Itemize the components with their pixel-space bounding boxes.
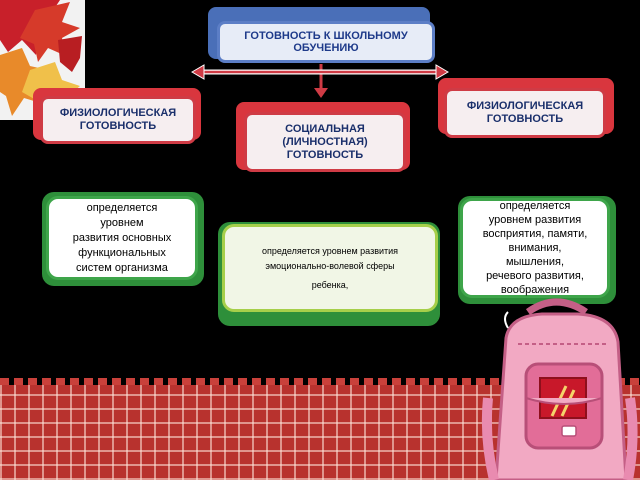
description-line: внимания,: [508, 242, 562, 254]
description-line: уровнем развития: [488, 214, 582, 226]
description-line: речевого развития,: [486, 270, 584, 282]
category-line: (ЛИЧНОСТНАЯ): [282, 135, 368, 148]
category-line: ФИЗИОЛОГИЧЕСКАЯ: [466, 100, 584, 112]
category-box-social: СОЦИАЛЬНАЯ (ЛИЧНОСТНАЯ) ГОТОВНОСТЬ: [244, 112, 406, 172]
category-line: ГОТОВНОСТЬ: [286, 148, 364, 161]
school-backpack-illustration: [481, 298, 638, 480]
category-line: ФИЗИОЛОГИЧЕСКАЯ: [59, 107, 177, 119]
description-line: мышления,: [505, 256, 565, 268]
description-box-right: определяется уровнем развития восприятия…: [460, 198, 610, 298]
description-line: уровнем: [100, 216, 144, 229]
description-line: систем организма: [76, 261, 168, 274]
title-line-2: ОБУЧЕНИЮ: [293, 42, 359, 54]
description-line: эмоционально-волевой сферы: [265, 260, 395, 271]
fence-top: [0, 378, 640, 388]
autumn-leaves-decoration: [0, 0, 85, 120]
description-box-middle: определяется уровнем развития эмоциональ…: [222, 224, 438, 312]
category-line: СОЦИАЛЬНАЯ: [285, 122, 365, 135]
category-box-physiological-right: ФИЗИОЛОГИЧЕСКАЯ ГОТОВНОСТЬ: [444, 88, 606, 138]
description-line: восприятия, памяти,: [482, 228, 588, 240]
category-box-physiological-left: ФИЗИОЛОГИЧЕСКАЯ ГОТОВНОСТЬ: [40, 96, 196, 144]
description-line: функциональных: [78, 246, 166, 259]
description-line: определяется: [86, 201, 158, 214]
description-line: определяется: [499, 200, 571, 212]
description-line: определяется уровнем развития: [261, 245, 399, 256]
description-line: воображения: [500, 284, 570, 296]
description-line: ребенка,: [311, 279, 349, 290]
connector-arrows: [191, 64, 449, 98]
category-line: ГОТОВНОСТЬ: [486, 113, 564, 125]
category-line: ГОТОВНОСТЬ: [79, 120, 157, 132]
description-box-left: определяется уровнем развития основных ф…: [46, 196, 198, 280]
title-line-1: ГОТОВНОСТЬ К ШКОЛЬНОМУ: [244, 30, 408, 42]
title-box: ГОТОВНОСТЬ К ШКОЛЬНОМУ ОБУЧЕНИЮ: [217, 21, 435, 63]
description-line: развития основных: [72, 231, 172, 244]
